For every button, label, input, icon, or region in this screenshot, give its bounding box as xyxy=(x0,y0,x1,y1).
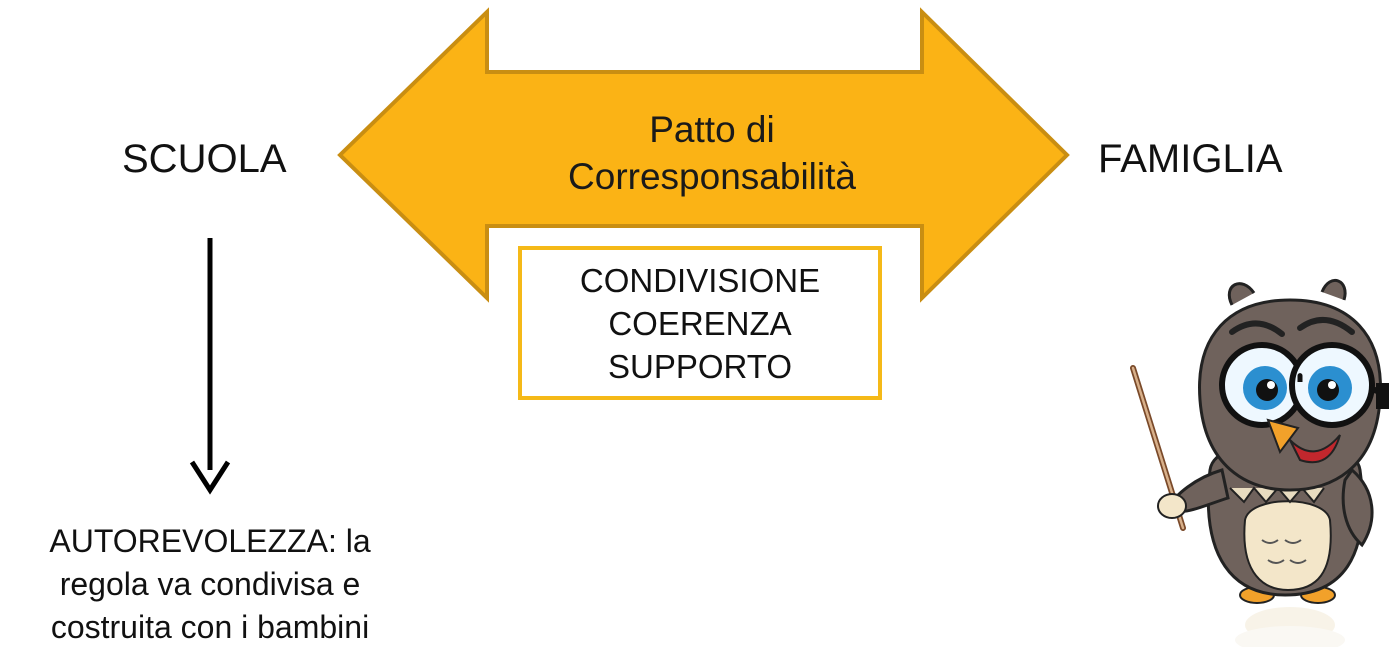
node-famiglia: FAMIGLIA xyxy=(1098,137,1283,181)
owl-reflection xyxy=(1235,607,1345,647)
arrow-label: Patto di Corresponsabilità xyxy=(520,106,904,200)
value-supporto: SUPPORTO xyxy=(608,347,792,385)
outcome-line-3: costruita con i bambini xyxy=(50,609,370,645)
node-scuola: SCUOLA xyxy=(122,137,287,181)
down-arrow xyxy=(189,238,231,495)
outcome-text: AUTOREVOLEZZA: la regola va condivisa e … xyxy=(0,520,420,649)
value-condivisione: CONDIVISIONE xyxy=(579,261,821,299)
double-arrow xyxy=(337,7,1070,303)
arrow-label-line-1: Patto di xyxy=(649,109,775,150)
outcome-line-2: regola va condivisa e xyxy=(59,566,361,602)
owl-illustration xyxy=(1130,278,1389,647)
value-coerenza: COERENZA xyxy=(608,304,792,342)
values-box: CONDIVISIONE COERENZA SUPPORTO xyxy=(518,246,882,400)
arrow-label-line-2: Corresponsabilità xyxy=(568,156,856,197)
outcome-line-1: AUTOREVOLEZZA: la xyxy=(49,523,371,559)
